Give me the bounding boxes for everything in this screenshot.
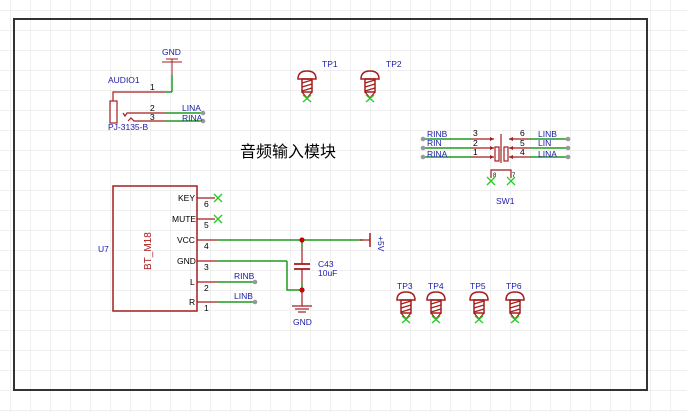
audio-pin-1: 1 — [150, 82, 155, 92]
junction-vcc — [299, 237, 305, 243]
u7-pin-5: 5 — [204, 220, 209, 230]
sw-net-rin: RIN — [427, 138, 442, 148]
sw-net-lin: LIN — [538, 138, 551, 148]
sheet-frame — [13, 18, 648, 391]
audio-pin-2: 2 — [150, 103, 155, 113]
sw-pin-3: 3 — [473, 128, 478, 138]
sw-pin-1: 1 — [473, 147, 478, 157]
test-point-tp4[interactable]: TP4 — [426, 281, 446, 324]
audio-pin-3: 3 — [150, 112, 155, 122]
switch-sw1[interactable]: RINB RIN RINA 3 2 1 6 5 4 LINB LIN LINA … — [420, 128, 571, 206]
test-point-tp2[interactable]: TP2 — [360, 59, 402, 103]
module-u7[interactable]: U7 BT_M18 KEY 6 MUTE 5 VCC 4 GND 3 L 2 R… — [98, 185, 223, 313]
u7-pin-4: 4 — [204, 241, 209, 251]
sw-pin-8: 8 — [493, 173, 497, 179]
net-label-rinb: RINB — [234, 271, 255, 281]
c43-value: 10uF — [318, 268, 337, 278]
tp6-label: TP6 — [506, 281, 522, 291]
net-label-linb: LINB — [234, 291, 253, 301]
sheet-title: 音频输入模块 — [240, 142, 336, 161]
gnd-label: GND — [162, 47, 181, 57]
u7-pin-3: 3 — [204, 262, 209, 272]
sw-pin-5: 5 — [520, 138, 525, 148]
u7-pin-l: L — [190, 277, 195, 287]
net-label-rina: RINA — [182, 113, 203, 123]
sw-pin-2: 2 — [473, 138, 478, 148]
u7-designator: U7 — [98, 244, 109, 254]
u7-pin-mute: MUTE — [172, 214, 196, 224]
net-label-lina: LINA — [182, 103, 201, 113]
tp1-label: TP1 — [322, 59, 338, 69]
test-point-tp1[interactable]: TP1 — [297, 59, 338, 103]
audio-designator: AUDIO1 — [108, 75, 140, 85]
c43-designator: C43 — [318, 259, 334, 269]
sw-pin-6: 6 — [520, 128, 525, 138]
net-wires: RINB LINB — [218, 239, 363, 305]
audio-jack-audio1[interactable]: GND 1 AUDIO1 PJ-3135-B 2 LINA 3 RINA — [108, 47, 206, 132]
tp5-label: TP5 — [470, 281, 486, 291]
sw-pin-7: 7 — [512, 173, 516, 179]
sw-net-linb: LINB — [538, 129, 557, 139]
test-point-tp6[interactable]: TP6 — [505, 281, 525, 324]
u7-part: BT_M18 — [143, 232, 154, 270]
test-point-tp5[interactable]: TP5 — [469, 281, 489, 324]
u7-pin-vcc: VCC — [177, 235, 195, 245]
gnd-label-bottom: GND — [293, 317, 312, 327]
u7-pin-r: R — [189, 297, 195, 307]
audio-part: PJ-3135-B — [108, 122, 148, 132]
sw-designator: SW1 — [496, 196, 515, 206]
u7-pin-2: 2 — [204, 283, 209, 293]
sw-pin-4: 4 — [520, 147, 525, 157]
vcc-symbol: +5V — [360, 233, 386, 252]
tp4-label: TP4 — [428, 281, 444, 291]
tp2-label: TP2 — [386, 59, 402, 69]
sw-net-rinb: RINB — [427, 129, 448, 139]
gnd-symbol-bottom: GND — [292, 290, 312, 327]
u7-pin-key: KEY — [178, 193, 195, 203]
sw-net-rina: RINA — [427, 149, 448, 159]
u7-pin-6: 6 — [204, 199, 209, 209]
capacitor-c43[interactable]: C43 10uF — [294, 240, 337, 290]
u7-pin-1: 1 — [204, 303, 209, 313]
vcc-label: +5V — [376, 236, 386, 252]
test-point-tp3[interactable]: TP3 — [396, 281, 416, 324]
sw-net-lina: LINA — [538, 149, 557, 159]
u7-pin-gnd: GND — [177, 256, 196, 266]
tp3-label: TP3 — [397, 281, 413, 291]
